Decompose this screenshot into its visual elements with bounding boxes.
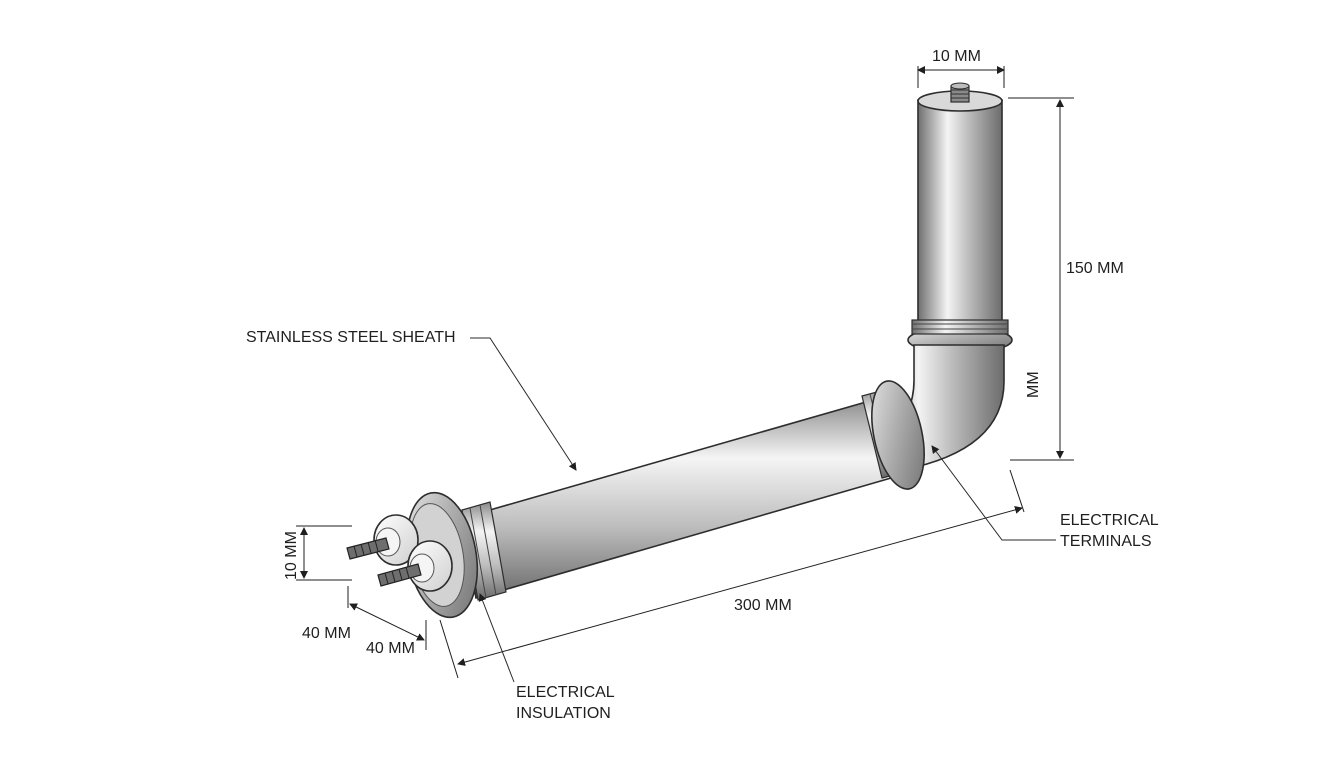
dim-top-diameter: 10 MM [917,48,1005,88]
dim-flange-depth: 40 MM 40 MM [302,586,427,657]
dim-horizontal-length: 300 MM [439,469,1025,679]
dim-vertical-unit-label: MM [1025,371,1042,398]
dim-terminal-height: 10 MM [283,525,352,581]
lower-threaded-stud [377,563,422,587]
callout-terminals-label-2: TERMINALS [1060,533,1152,550]
callout-insulation-label-1: ELECTRICAL [516,684,615,701]
callout-sheath: STAINLESS STEEL SHEATH [246,329,577,471]
terminal-bushing-lower [377,540,453,592]
dim-vertical-height: 150 MM MM [1008,97,1124,461]
dim-horizontal-length-label: 300 MM [734,597,792,614]
terminal-bushing-upper [346,514,419,566]
callout-insulation-label-2: INSULATION [516,705,611,722]
dim-vertical-height-label: 150 MM [1066,260,1124,277]
dim-flange-depth-label-a: 40 MM [302,625,351,642]
callout-sheath-label: STAINLESS STEEL SHEATH [246,329,456,346]
dim-top-diameter-label: 10 MM [932,48,981,65]
callout-insulation: ELECTRICAL INSULATION [478,593,615,722]
vertical-tube [917,90,1003,326]
dim-flange-depth-label-b: 40 MM [366,640,415,657]
horizontal-tube [461,396,899,600]
top-threaded-stud [950,82,970,103]
callout-terminals-label-1: ELECTRICAL [1060,512,1159,529]
right-collar [861,380,925,490]
upper-threaded-stud [346,537,390,560]
dim-terminal-height-label: 10 MM [283,531,300,580]
callout-terminals: ELECTRICAL TERMINALS [931,445,1159,550]
